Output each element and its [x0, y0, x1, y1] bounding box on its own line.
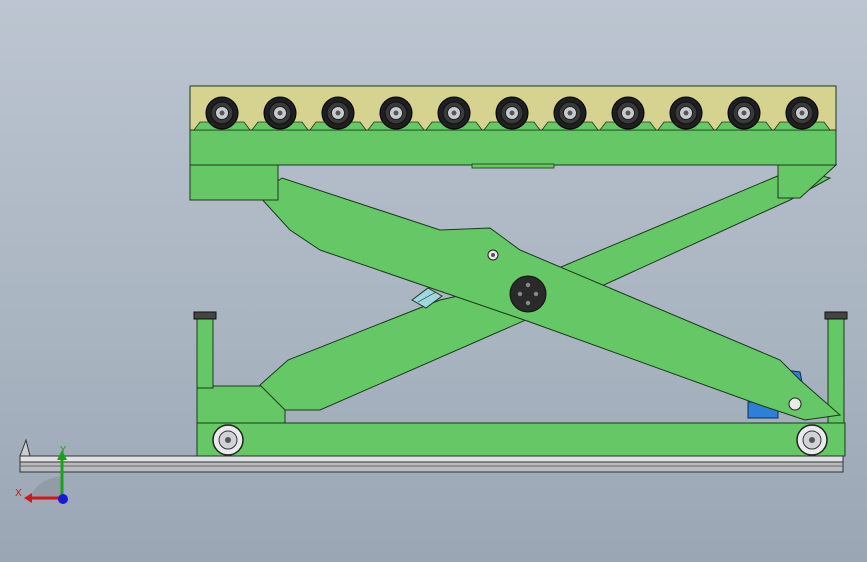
roller	[773, 96, 831, 131]
roller	[657, 96, 715, 131]
scissor-arm-b	[257, 177, 842, 421]
roller	[483, 96, 541, 131]
hydraulic-cylinder	[411, 287, 443, 309]
center-pivot	[509, 275, 547, 313]
x-axis-label: X	[15, 488, 22, 499]
roller	[599, 96, 657, 131]
roller	[541, 96, 599, 131]
roller-row	[193, 96, 831, 131]
small-pivot	[487, 249, 499, 261]
wheel-left	[212, 424, 244, 456]
z-axis-dot	[58, 494, 68, 504]
roller	[193, 96, 251, 131]
roller	[425, 96, 483, 131]
y-axis-label: Y	[59, 445, 67, 456]
wheel-right	[796, 424, 828, 456]
roller	[309, 96, 367, 131]
lower-right-pivot	[788, 397, 802, 411]
coordinate-triad: Y X	[15, 445, 68, 504]
top-platform	[189, 129, 838, 201]
roller	[715, 96, 773, 131]
base-frame	[193, 311, 848, 457]
roller	[251, 96, 309, 131]
roller	[367, 96, 425, 131]
